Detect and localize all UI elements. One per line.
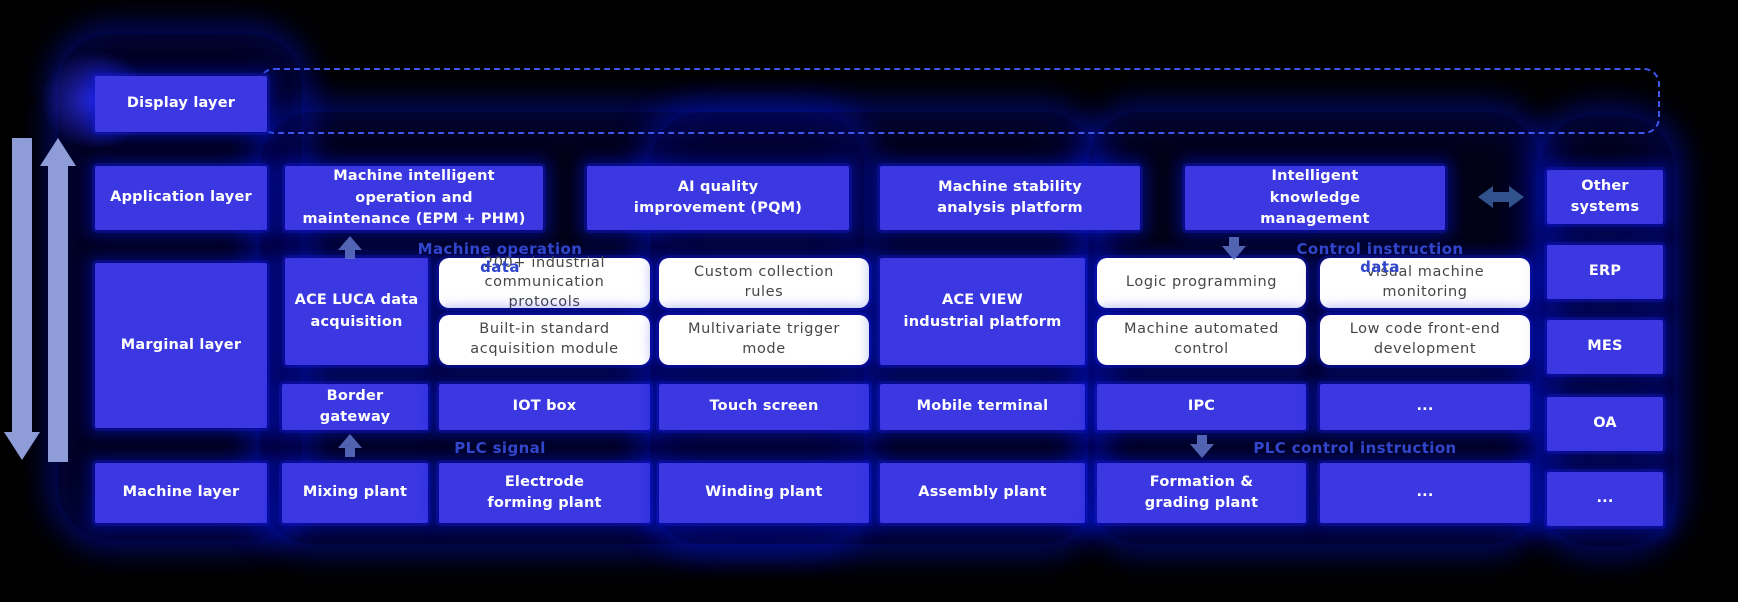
box-other-systems: Other systems (1547, 170, 1663, 224)
mini-down-arrow-control-instruction-icon (1222, 236, 1246, 260)
flow-label-plc-control-instruction: PLC control instruction (1253, 439, 1457, 457)
box-device-iot-box: IOT box (439, 384, 650, 430)
arrow-middle (1491, 192, 1511, 202)
box-oa: OA (1547, 397, 1663, 451)
box-plant-assembly: Assembly plant (880, 463, 1085, 523)
box-ace-luca: ACE LUCA data acquisition (285, 258, 428, 365)
mini-up-arrow-machine-operation-icon (338, 236, 362, 260)
box-device-ipc: IPC (1097, 384, 1306, 430)
box-device-ellipsis: ... (1320, 384, 1530, 430)
white-box-view-feature-2: Visual machine monitoring (1320, 258, 1530, 308)
up-arrow-head-icon (40, 138, 76, 166)
arrow-right-head (1509, 186, 1524, 208)
flow-label-plc-signal: PLC signal (454, 439, 546, 457)
white-box-view-feature-0: Logic programming (1097, 258, 1306, 308)
white-box-view-feature-1: Machine automated control (1097, 315, 1306, 365)
down-arrow-head-icon (4, 432, 40, 460)
box-erp: ERP (1547, 245, 1663, 299)
box-display-layer: Display layer (95, 76, 267, 132)
box-knowledge-management: Intelligent knowledge management (1185, 166, 1445, 230)
down-arrow-shaft (12, 138, 32, 434)
box-epm-phm: Machine intelligent operation and mainte… (285, 166, 543, 230)
box-machine-layer: Machine layer (95, 463, 267, 523)
box-plant-winding: Winding plant (659, 463, 869, 523)
box-device-mobile-terminal: Mobile terminal (880, 384, 1085, 430)
box-device-touch-screen: Touch screen (659, 384, 869, 430)
white-box-luca-feature-3: Multivariate trigger mode (659, 315, 869, 365)
up-arrow-shaft (48, 164, 68, 462)
box-device-border-gateway: Border gateway (282, 384, 428, 430)
box-application-layer: Application layer (95, 166, 267, 230)
white-box-luca-feature-1: Built-in standard acquisition module (439, 315, 650, 365)
bidirectional-arrow-icon (1478, 186, 1524, 208)
flow-label-control-instruction-data: Control instruction data (1296, 240, 1464, 276)
mini-down-arrow-plc-control-icon (1190, 434, 1214, 458)
box-pqm: AI quality improvement (PQM) (587, 166, 849, 230)
box-plant-mixing: Mixing plant (282, 463, 428, 523)
white-box-view-feature-3: Low code front-end development (1320, 315, 1530, 365)
white-box-luca-feature-0: 200+ industrial communication protocols (439, 255, 650, 310)
box-plant-formation-grading: Formation & grading plant (1097, 463, 1306, 523)
box-mes: MES (1547, 320, 1663, 374)
flow-label-machine-operation-data: Machine operation data (417, 240, 583, 276)
arrow-left-head (1478, 186, 1493, 208)
white-box-luca-feature-2: Custom collection rules (659, 258, 869, 308)
box-plant-electrode-forming: Electrode forming plant (439, 463, 650, 523)
mini-up-arrow-plc-signal-icon (338, 434, 362, 458)
clipped-left-label: tion (2, 92, 36, 110)
box-marginal-layer: Marginal layer (95, 263, 267, 428)
box-plant-ellipsis: ... (1320, 463, 1530, 523)
dashed-connector-outline (258, 68, 1660, 134)
box-right-ellipsis: ... (1547, 472, 1663, 526)
box-ace-view: ACE VIEW industrial platform (880, 258, 1085, 365)
box-stability-platform: Machine stability analysis platform (880, 166, 1140, 230)
